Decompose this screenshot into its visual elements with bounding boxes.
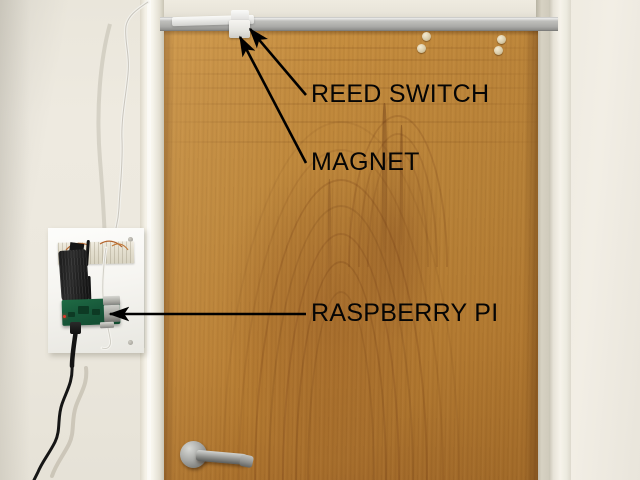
- wood-grain-line: [164, 47, 538, 49]
- wood-grain-line: [164, 59, 538, 61]
- wood-grain-line: [164, 121, 538, 123]
- pi-power-led: [63, 315, 66, 318]
- door-screw-plug: [422, 32, 431, 41]
- door-frame-right-inner: [536, 0, 550, 480]
- pi-usb-port: [99, 321, 115, 329]
- wood-dark-streak: [400, 125, 403, 245]
- door-handle-tip: [238, 453, 255, 469]
- door-screw-plug: [497, 35, 506, 44]
- plate-screw: [128, 237, 133, 242]
- wood-grain-line: [164, 87, 538, 89]
- annotation-label-reed-switch: REED SWITCH: [311, 80, 490, 108]
- wood-dark-streak: [328, 179, 331, 299]
- pi-chip: [68, 312, 75, 317]
- pi-ethernet-port: [103, 304, 121, 323]
- annotation-label-raspberry-pi: RASPBERRY PI: [311, 299, 499, 327]
- door-top-shadow: [164, 29, 538, 36]
- plate-screw: [128, 340, 133, 345]
- ribbon-cable: [58, 249, 90, 303]
- door-screw-plug: [494, 46, 503, 55]
- wall-left-shading: [0, 0, 30, 480]
- annotation-label-magnet: MAGNET: [311, 148, 420, 176]
- door-right-edge-shadow: [524, 29, 538, 480]
- pi-soc-chip: [78, 306, 89, 314]
- power-cable-connector: [70, 322, 81, 334]
- magnet-block: [229, 20, 250, 38]
- door-frame-left-highlight: [147, 0, 151, 480]
- door-frame-right: [549, 0, 571, 480]
- door-track-highlight: [160, 18, 558, 21]
- wall-right: [566, 0, 640, 480]
- reed-switch-sensor: [231, 10, 249, 21]
- pi-chip: [92, 309, 100, 315]
- ribbon-cable-ribs: [58, 249, 90, 303]
- wood-dark-streak: [382, 103, 387, 253]
- door-screw-plug: [417, 44, 426, 53]
- wood-grain-line: [164, 73, 538, 75]
- wood-grain-line: [164, 141, 538, 143]
- wood-grain-line: [164, 103, 538, 105]
- door-left-edge-shadow: [164, 29, 174, 480]
